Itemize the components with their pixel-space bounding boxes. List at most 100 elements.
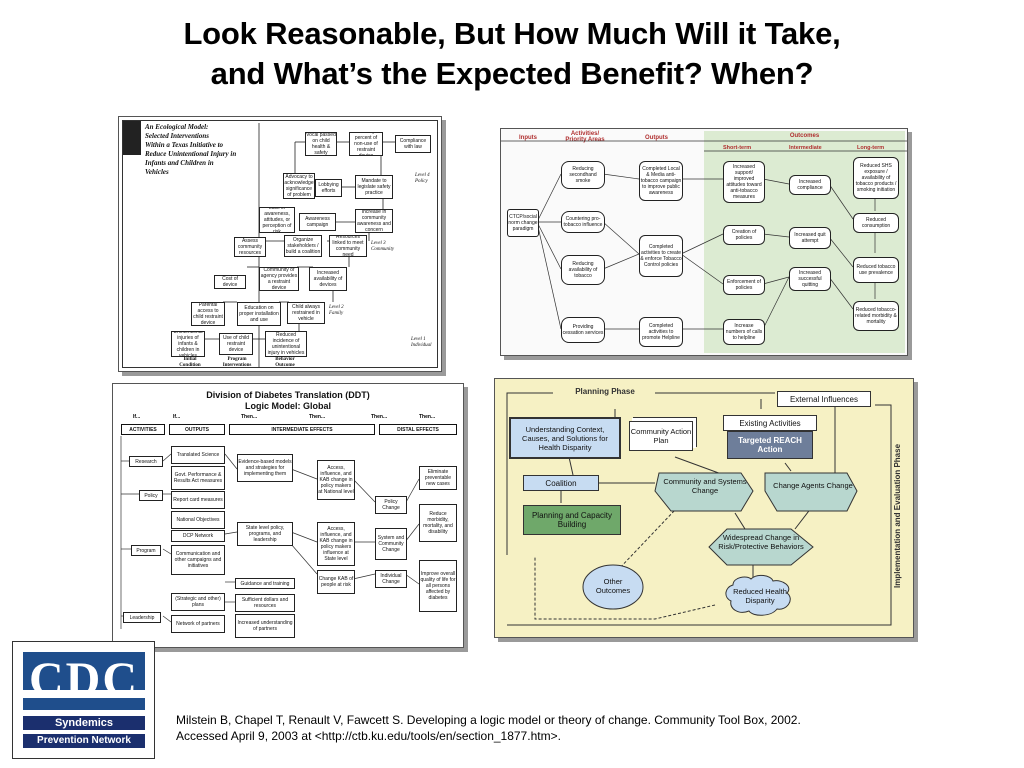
eco-box-compliance: Compliance with law	[395, 135, 431, 153]
ddt-output-objectives: National Objectives	[171, 511, 225, 529]
reach-widespread-shape	[708, 528, 814, 566]
citation-line-2: Accessed April 9, 2003 at <http://ctb.ku…	[176, 729, 561, 743]
ddt-mid-guidance: Guidance and training	[235, 578, 295, 589]
eco-box-organize-coalition: Organize stakeholders / build a coalitio…	[284, 235, 322, 257]
reach-community-plan-box: Community Action Plan	[629, 421, 693, 451]
eco-box-increased-availability: Increased availability of devices	[309, 267, 347, 291]
tobacco-short-3: Enforcement of policies	[723, 275, 765, 295]
tobacco-header-inputs: Inputs	[519, 135, 537, 141]
tobacco-output-2: Completed activities to create & enforce…	[639, 235, 683, 277]
eco-box-lobbying: Lobbying efforts	[315, 179, 342, 197]
ddt-then-3: Then...	[371, 414, 388, 420]
ddt-logic-model-panel: Division of Diabetes Translation (DDT) L…	[112, 383, 464, 648]
ddt-mid-state-policy: State level policy, programs, and leader…	[237, 522, 293, 546]
reach-diagram	[506, 392, 892, 626]
ddt-output-report: Report card measures	[171, 491, 225, 509]
eco-box-reduced-incidence: Reduced incidence of unintentional injur…	[265, 331, 307, 357]
eco-box-assess-resources: Assess community resources	[234, 237, 266, 257]
cdc-logo-letters: CDC	[29, 653, 139, 706]
reach-capacity-box: Planning and Capacity Building	[523, 505, 621, 535]
eco-box-parental-access: Parental access to child restraint devic…	[191, 302, 225, 326]
tobacco-intermediate-3: Increased successful quitting	[789, 267, 831, 291]
reach-other-label: Other Outcomes	[595, 577, 631, 595]
reach-external-box: External Influences	[777, 391, 871, 407]
tobacco-intermediate-2: Increased quit attempt	[789, 227, 831, 249]
reach-widespread-label: Widespread Change in Risk/Protective Beh…	[718, 533, 804, 551]
eco-box-vocal: Vocal passed on child health & safety	[305, 132, 337, 156]
tobacco-activity-1: Reducing secondhand smoke	[561, 161, 605, 189]
eco-box-resources-linked: Resources linked to meet community need	[329, 235, 367, 257]
tobacco-long-3: Reduced tobacco use prevalence	[853, 257, 899, 283]
ddt-distal-reduce: Reduce morbidity, mortality, and disabil…	[419, 504, 457, 542]
eco-box-increase-community: Increase in community awareness and conc…	[355, 209, 393, 233]
ddt-distal-eliminate: Eliminate preventable new cases	[419, 466, 457, 490]
ddt-if-2: If...	[173, 414, 181, 420]
ecological-inner	[122, 120, 438, 368]
ddt-bar-activities: ACTIVITIES	[121, 424, 165, 435]
ddt-mid3-individual: Individual Change	[375, 570, 407, 588]
eco-box-awareness-campaign: Awareness campaign	[299, 213, 336, 231]
reach-reduced-label: Reduced Health Disparity	[733, 587, 787, 605]
eco-level-1: Level 1 Individual	[411, 337, 432, 348]
ecological-model-panel: An Ecological Model: Selected Interventi…	[118, 116, 442, 372]
reach-coalition-box: Coalition	[523, 475, 599, 491]
eco-box-cost-device: Cost of device	[214, 275, 246, 289]
ddt-then-1: Then...	[241, 414, 258, 420]
cdc-logo-network: Prevention Network	[23, 734, 145, 748]
cdc-logo-mark: CDC	[23, 652, 145, 710]
reach-targeted-box: Targeted REACH Action	[727, 431, 813, 459]
ddt-bar-outputs: OUTPUTS	[169, 424, 225, 435]
eco-box-unintentional-injuries: Unintentional injuries of infants & chil…	[171, 331, 205, 357]
reach-existing-box: Existing Activities	[723, 415, 817, 431]
tobacco-short-1: Increased support/ improved attitudes to…	[723, 161, 765, 203]
eco-box-education-installation: Education on proper installation and use	[237, 302, 281, 326]
cdc-logo-syndemics: Syndemics	[23, 716, 145, 730]
ddt-output-gpra: Govt. Performance & Results Act measures	[171, 466, 225, 490]
ddt-mid3-system: System and Community Change	[375, 528, 407, 560]
tobacco-header-outcomes: Outcomes	[789, 133, 820, 139]
ddt-mid2-state: Access, influence, and KAB change in pol…	[317, 522, 355, 566]
title-line-1: Look Reasonable, But How Much Will it Ta…	[183, 16, 841, 51]
tobacco-header-intermediate: Intermediate	[789, 145, 822, 151]
tobacco-short-4: Increase numbers of calls to helpline	[723, 319, 765, 345]
tobacco-header-activities: Activities/ Priority Areas	[565, 131, 605, 143]
ddt-title: Division of Diabetes Translation (DDT) L…	[206, 390, 370, 411]
citation-line-1: Milstein B, Chapel T, Renault V, Fawcett…	[176, 713, 801, 727]
ddt-output-translated: Translated Science	[171, 446, 225, 464]
reach-understanding-box: Understanding Context, Causes, and Solut…	[509, 417, 621, 459]
tobacco-activity-2: Countering pro-tobacco influence	[561, 211, 605, 233]
eco-box-child-restrained: Child always restrained in vehicle	[287, 302, 325, 324]
eco-bottom-initial: Initial Condition	[179, 357, 201, 368]
tobacco-connectors	[501, 140, 907, 330]
tobacco-logic-model-panel: Inputs Activities/ Priority Areas Output…	[500, 128, 908, 356]
reach-agents-shape	[764, 472, 858, 512]
tobacco-activity-4: Providing cessation services	[561, 317, 605, 343]
tobacco-header-outputs: Outputs	[645, 135, 668, 141]
citation: Milstein B, Chapel T, Renault V, Fawcett…	[176, 712, 1006, 744]
tobacco-output-3: Completed activities to promote Helpline	[639, 317, 683, 347]
tobacco-input: CTCP/social norm change paradigm	[507, 209, 539, 237]
eco-bottom-behavior: Behavior Outcome	[275, 357, 295, 368]
reach-logic-model-panel: Planning Phase External Influences Under…	[494, 378, 914, 638]
ddt-then-4: Then...	[419, 414, 436, 420]
tobacco-output-1: Completed Local & Media anti-tobacco cam…	[639, 161, 683, 201]
ddt-bar-distal: DISTAL EFFECTS	[379, 424, 457, 435]
ddt-mid-evidence: Evidence-based models and strategies for…	[237, 454, 293, 482]
reach-agents-label: Change Agents Change	[773, 481, 853, 490]
seal-icon	[123, 121, 141, 155]
tobacco-long-2: Reduced consumption	[853, 213, 899, 233]
eco-box-lack-awareness: Lack of awareness, attitudes, or percept…	[259, 207, 295, 233]
tobacco-long-4: Reduced tobacco-related morbidity & mort…	[853, 301, 899, 331]
tobacco-header-short: Short-term	[723, 145, 752, 151]
ddt-output-communication: Communication and other campaigns and in…	[171, 545, 225, 575]
slide-title: Look Reasonable, But How Much Will it Ta…	[0, 14, 1024, 94]
eco-level-2: Level 2 Family	[329, 305, 344, 316]
ddt-output-dcp: DCP Network	[171, 530, 225, 542]
ddt-mid-dollars: Sufficient dollars and resources	[235, 594, 295, 612]
title-line-2: and What’s the Expected Benefit? When?	[210, 56, 814, 91]
ddt-activity-program: Program	[131, 545, 161, 556]
ddt-bar-intermediate: INTERMEDIATE EFFECTS	[229, 424, 375, 435]
ddt-output-plans: (Strategic and other) plans	[171, 593, 225, 611]
eco-level-4: Level 4 Policy	[415, 173, 430, 184]
reach-planning-label: Planning Phase	[575, 387, 635, 396]
